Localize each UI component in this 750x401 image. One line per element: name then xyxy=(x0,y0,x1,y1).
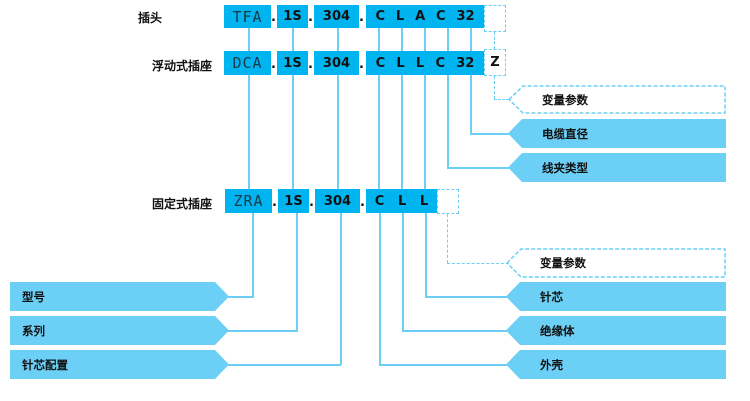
separator-dot: . xyxy=(308,10,313,25)
segment-series: 1S xyxy=(277,5,308,28)
connector-dashed xyxy=(494,32,495,49)
separator-dot: . xyxy=(272,195,277,210)
connector-line xyxy=(378,28,380,51)
dashed-tag-outline xyxy=(508,85,726,114)
connector-line xyxy=(248,28,250,51)
segment-codes: C L L xyxy=(366,189,437,213)
tag-variable-parameter: 变量参数 xyxy=(506,248,726,278)
connector-line xyxy=(447,167,509,169)
separator-dot: . xyxy=(359,10,364,25)
connector-line xyxy=(470,75,472,134)
connector-line xyxy=(447,75,449,168)
connector-line xyxy=(296,213,298,332)
tag-label: 线夹类型 xyxy=(542,160,588,175)
row-label-fixed-socket: 固定式插座 xyxy=(151,197,212,211)
connector-line xyxy=(248,75,250,189)
connector-line xyxy=(378,75,380,189)
tag-variable-parameter: 变量参数 xyxy=(508,85,726,114)
tag-clamp-type: 线夹类型 xyxy=(508,153,726,182)
tag-shell: 外壳 xyxy=(506,350,726,379)
code-shell: C xyxy=(375,55,386,71)
connector-line xyxy=(470,28,472,51)
connector-dashed xyxy=(447,263,509,264)
connector-dashed xyxy=(494,76,495,99)
separator-dot: . xyxy=(359,57,364,72)
code-contact: A xyxy=(415,9,426,24)
variable-slot: Z xyxy=(484,49,506,76)
separator-dot: . xyxy=(308,57,313,72)
tag-label: 变量参数 xyxy=(542,92,588,107)
connector-line xyxy=(470,133,509,135)
code-insulator: L xyxy=(397,193,407,209)
connector-line xyxy=(424,28,426,51)
connector-line xyxy=(402,330,509,332)
code-shell: C xyxy=(375,9,385,24)
tag-contact: 针芯 xyxy=(506,282,726,311)
tag-label: 型号 xyxy=(22,289,45,304)
tag-insulator: 绝缘体 xyxy=(506,316,726,345)
code-insulator: L xyxy=(396,55,405,71)
segment-prefix: ZRA xyxy=(225,189,272,213)
connector-line xyxy=(424,75,426,189)
code-contact: L xyxy=(415,55,425,71)
connector-line xyxy=(401,75,403,189)
tag-label: 变量参数 xyxy=(540,255,586,270)
tag-label: 系列 xyxy=(22,323,45,338)
variable-slot xyxy=(484,5,506,32)
separator-dot: . xyxy=(309,195,314,210)
variable-slot xyxy=(437,189,459,214)
connector-dashed xyxy=(447,214,448,263)
row-label-floating-socket: 浮动式插座 xyxy=(151,59,212,73)
code-contact: L xyxy=(419,193,429,209)
tag-label: 电缆直径 xyxy=(542,126,588,141)
segment-prefix: TFA xyxy=(224,5,271,28)
connector-line xyxy=(228,330,297,332)
code-clamp: C xyxy=(435,55,445,71)
connector-line xyxy=(252,213,254,298)
code-cable: 32 xyxy=(456,55,475,71)
tag-label: 针芯 xyxy=(540,289,563,304)
segment-prefix: DCA xyxy=(224,51,271,75)
tag-model: 型号 xyxy=(10,282,229,311)
dashed-tag-outline xyxy=(506,248,726,278)
separator-dot: . xyxy=(360,195,365,210)
code-insulator: L xyxy=(395,9,405,24)
tag-label: 针芯配置 xyxy=(22,357,68,372)
connector-line xyxy=(340,213,342,365)
separator-dot: . xyxy=(271,10,276,25)
connector-line xyxy=(447,28,449,51)
tag-label: 外壳 xyxy=(540,357,563,372)
connector-line xyxy=(379,364,509,366)
connector-line xyxy=(379,213,381,365)
connector-line xyxy=(292,28,294,51)
row-label-plug: 插头 xyxy=(137,11,162,25)
connector-line xyxy=(402,213,404,332)
connector-line xyxy=(425,296,509,298)
segment-codes: C L A C 32 xyxy=(366,5,484,28)
segment-codes: C L L C 32 xyxy=(366,51,484,75)
segment-series: 1S xyxy=(278,189,309,213)
connector-dashed xyxy=(494,99,509,100)
code-shell: C xyxy=(374,193,385,209)
code-cable: 32 xyxy=(456,9,475,24)
segment-pins: 304 xyxy=(315,189,360,213)
connector-line xyxy=(337,28,339,51)
segment-pins: 304 xyxy=(314,5,359,28)
connector-line xyxy=(401,28,403,51)
connector-line xyxy=(228,296,253,298)
tag-pin-configuration: 针芯配置 xyxy=(10,350,229,379)
connector-line xyxy=(292,75,294,189)
tag-series: 系列 xyxy=(10,316,229,345)
separator-dot: . xyxy=(271,57,276,72)
tag-label: 绝缘体 xyxy=(540,323,575,338)
tag-cable-diameter: 电缆直径 xyxy=(508,119,726,148)
segment-pins: 304 xyxy=(314,51,359,75)
connector-line xyxy=(425,213,427,298)
segment-series: 1S xyxy=(277,51,308,75)
connector-line xyxy=(228,364,341,366)
connector-line xyxy=(337,75,339,189)
code-clamp: C xyxy=(436,9,446,24)
